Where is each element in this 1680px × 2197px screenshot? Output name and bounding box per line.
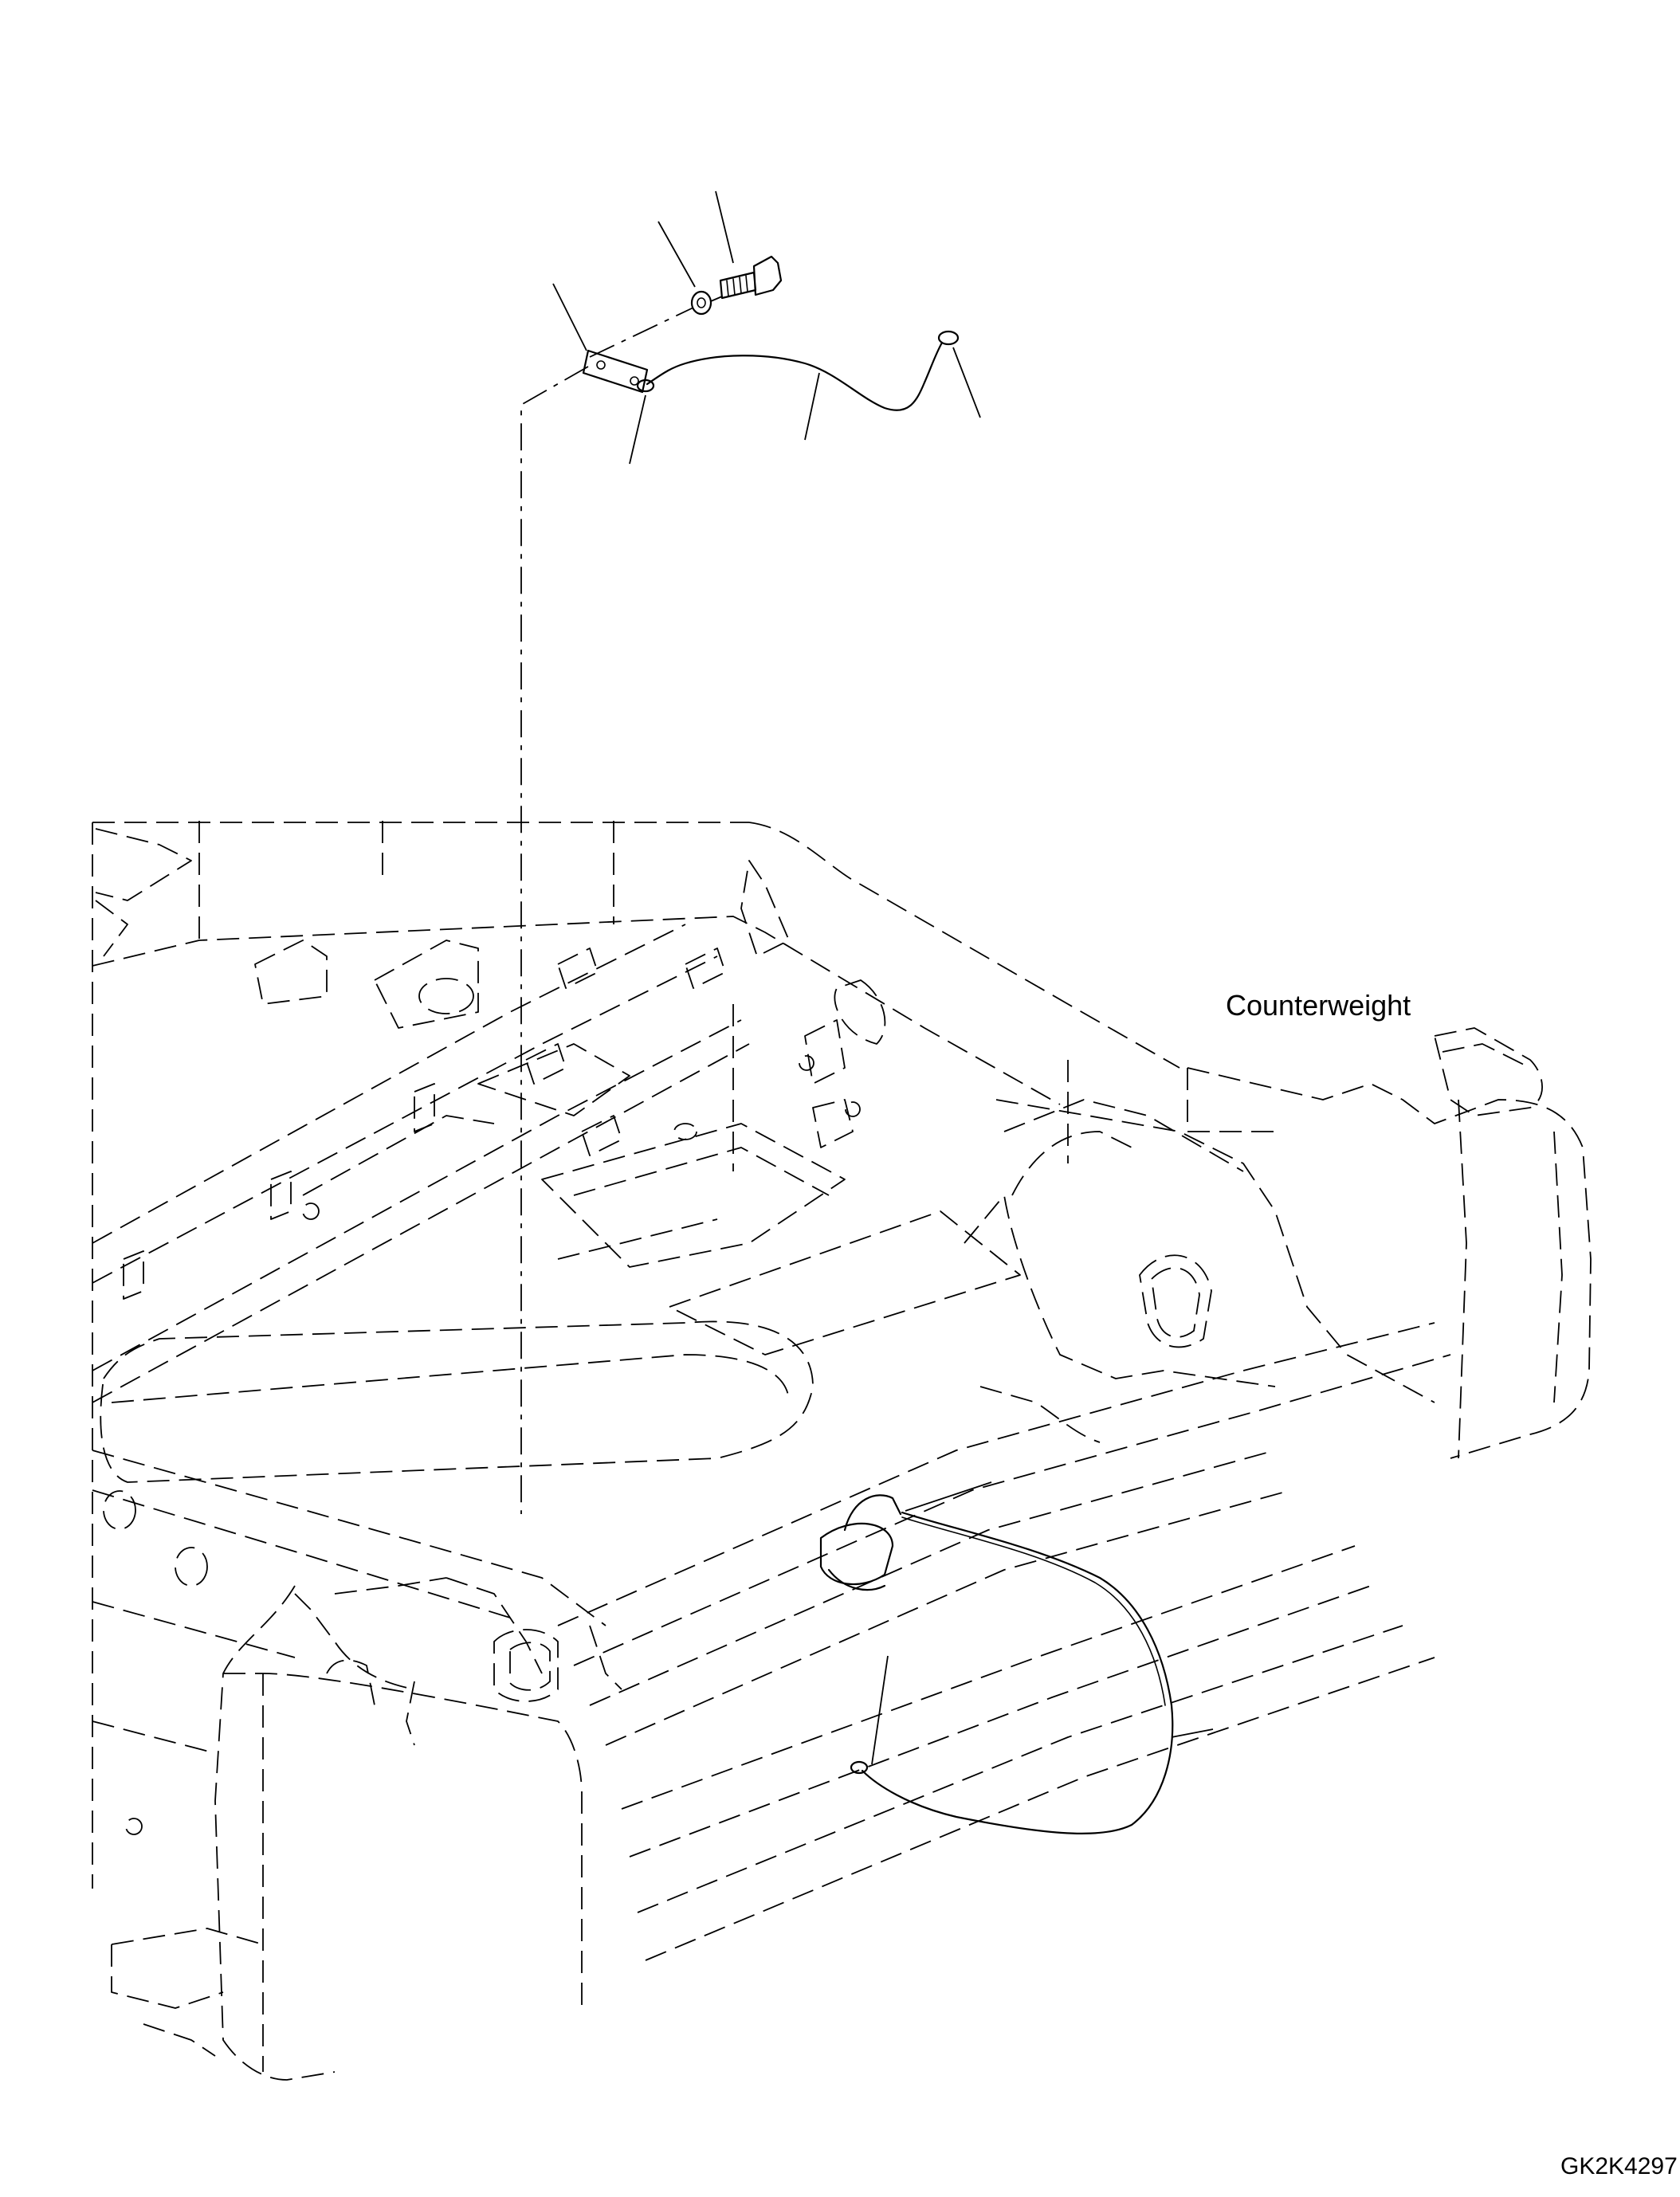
- lower-left-body: [111, 1577, 622, 2081]
- mount-path: [589, 296, 723, 358]
- lower-wire-eye: [850, 1760, 869, 1775]
- leader-eye: [629, 394, 646, 465]
- bracket-plate: [582, 349, 649, 394]
- leader-bracket: [552, 283, 587, 351]
- leader-latch: [905, 1481, 992, 1512]
- bracket-hole-2: [630, 376, 639, 386]
- upper-frame: [92, 821, 1451, 1961]
- drawing-number: GK2K4297: [1560, 2153, 1678, 2179]
- leader-washer: [657, 221, 696, 288]
- washer-inner: [697, 297, 706, 308]
- latch-pin-base: [827, 1568, 886, 1591]
- tether-wire: [646, 341, 944, 411]
- latch-pin: [819, 1522, 894, 1586]
- bolt-thread: [726, 275, 748, 297]
- wire-eye-end: [937, 330, 960, 346]
- leader-bolt: [715, 190, 734, 264]
- exploded-parts: [520, 190, 981, 1514]
- lower-tether: [819, 1481, 1214, 1834]
- bolt: [719, 255, 783, 300]
- leader-wire-end: [952, 347, 981, 418]
- counterweight-label: Counterweight: [1226, 989, 1411, 1022]
- leader-wire: [804, 372, 820, 441]
- lower-wire-2: [901, 1516, 1166, 1706]
- leader-lower-eye: [871, 1655, 889, 1765]
- latch-ring: [843, 1494, 902, 1532]
- bracket-hole: [596, 360, 606, 370]
- counterweight: [964, 1027, 1592, 1459]
- mount-axis: [520, 366, 589, 1514]
- leader-lower-wire: [1171, 1728, 1214, 1738]
- washer: [690, 290, 712, 316]
- wire-eye-start: [636, 379, 655, 393]
- lower-wire: [861, 1511, 1174, 1834]
